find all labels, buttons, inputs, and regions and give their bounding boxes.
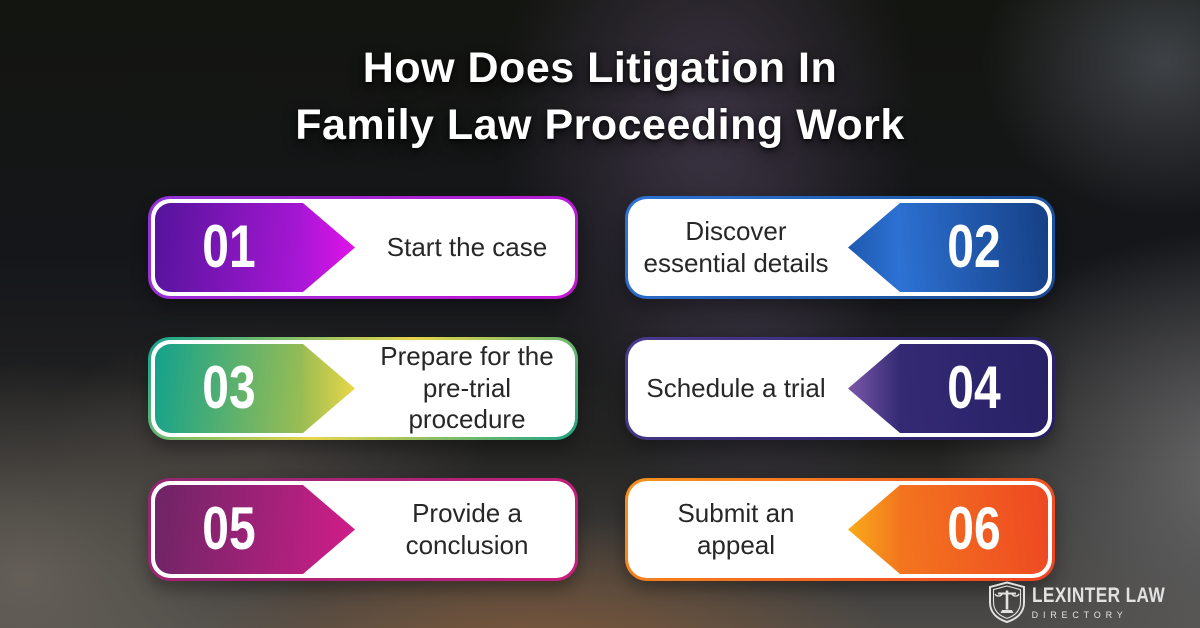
page-title: How Does Litigation In Family Law Procee… [0, 40, 1200, 154]
arrow-shape [155, 485, 355, 574]
arrow-shape [155, 203, 355, 292]
logo-name: LEXINTER LAW [1031, 584, 1165, 607]
step-card-04: 04 Schedule a trial [625, 337, 1055, 440]
badge-rect [155, 203, 303, 292]
title-line-2: Family Law Proceeding Work [295, 101, 905, 150]
arrow-shape [155, 344, 355, 433]
step-card-inner: 01 Start the case [151, 199, 575, 296]
scales-shield-icon [988, 581, 1025, 623]
step-label: Schedule a trial [646, 372, 826, 403]
badge-arrow-tip [303, 485, 355, 574]
badge-arrow-tip [303, 203, 355, 292]
step-number: 06 [947, 494, 1001, 562]
badge-rect [155, 485, 303, 574]
step-number: 05 [202, 494, 256, 562]
step-card-inner: 04 Schedule a trial [628, 340, 1052, 437]
badge-arrow-tip [848, 485, 900, 574]
step-number: 03 [202, 353, 256, 421]
step-number-badge: 03 [155, 344, 355, 433]
step-number-badge: 05 [155, 485, 355, 574]
badge-rect [155, 344, 303, 433]
badge-arrow-tip [848, 344, 900, 433]
step-label: Start the case [386, 231, 548, 262]
step-card-01: 01 Start the case [148, 196, 578, 299]
step-number: 01 [202, 212, 256, 280]
step-number-badge: 04 [848, 344, 1048, 433]
badge-arrow-tip [848, 203, 900, 292]
logo-subtitle: DIRECTORY [1031, 610, 1128, 620]
title-line-1: How Does Litigation In [362, 44, 838, 92]
logo-text: LEXINTER LAW DIRECTORY [1032, 584, 1194, 620]
lexinter-logo: LEXINTER LAW DIRECTORY [988, 581, 1194, 623]
badge-arrow-tip [303, 344, 355, 433]
step-number-badge: 02 [848, 203, 1048, 292]
step-number-badge: 06 [848, 485, 1048, 574]
step-number: 02 [947, 212, 1001, 280]
step-number-badge: 01 [155, 203, 355, 292]
step-number: 04 [947, 353, 1001, 421]
